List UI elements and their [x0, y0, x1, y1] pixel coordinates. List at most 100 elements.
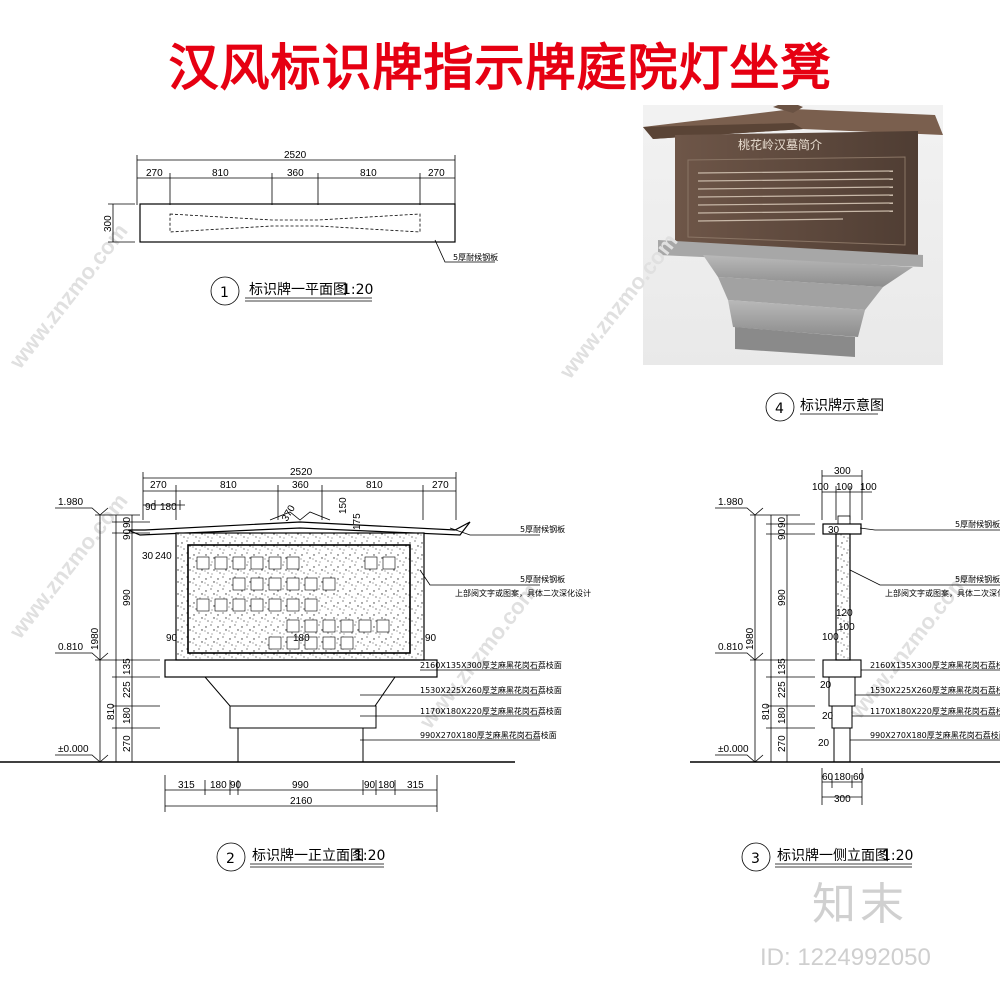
front-bottom-dim-5: 90 — [364, 780, 376, 791]
front-roof-dim-1: 370 — [280, 503, 298, 523]
front-elev-mid: 0.810 — [58, 642, 83, 653]
plan-seg-5: 270 — [428, 168, 445, 179]
photo-number: 4 — [775, 401, 784, 417]
side-label-1: 5厚耐候钢板 — [955, 519, 1000, 529]
front-v-dim-6: 180 — [122, 707, 133, 724]
page-title: 汉风标识牌指示牌庭院灯坐凳 — [168, 39, 832, 97]
side-bottom-dim-2: 180 — [834, 772, 851, 783]
plan-seg-1: 270 — [146, 168, 163, 179]
sign-render-photo: 桃花岭汉墓简介 — [643, 105, 943, 365]
front-label-1: 5厚耐候钢板 — [520, 524, 565, 534]
plan-seg-2: 810 — [212, 168, 229, 179]
front-top-seg-4: 810 — [366, 480, 383, 491]
side-label-2: 5厚耐候钢板 — [955, 574, 1000, 584]
watermark-id: ID: 1224992050 — [760, 944, 931, 971]
front-label-7: 990X270X180厚芝麻黑花岗石荔枝面 — [420, 730, 557, 740]
front-side-dim-1: 90 — [166, 633, 178, 644]
front-label-5: 1530X225X260厚芝麻黑花岗石荔枝面 — [420, 685, 562, 695]
front-label-2: 5厚耐候钢板 — [520, 574, 565, 584]
plan-callout: 5厚耐候钢板 — [453, 252, 498, 262]
side-top-seg-3: 100 — [860, 482, 877, 493]
side-inner-dim-1: 30 — [828, 525, 840, 536]
side-top-seg-2: 100 — [836, 482, 853, 493]
side-big-dim-2: 810 — [761, 703, 772, 720]
front-side-dim-2: 90 — [425, 633, 437, 644]
side-inner-dim-4: 100 — [838, 622, 855, 633]
plan-seg-3: 360 — [287, 168, 304, 179]
front-label-6: 1170X180X220厚芝麻黑花岗石荔枝面 — [420, 706, 562, 716]
front-bottom-dim-2: 180 — [210, 780, 227, 791]
front-bottom-dim-4: 990 — [292, 780, 309, 791]
side-v-dim-7: 270 — [777, 735, 788, 752]
side-top-total: 300 — [834, 466, 851, 477]
side-inner-dim-7: 20 — [818, 738, 830, 749]
side-v-dim-5: 225 — [777, 681, 788, 698]
side-v-dim-4: 135 — [777, 658, 788, 675]
front-inner-dim-1: 240 — [155, 551, 172, 562]
front-v-dim-1: 90 — [122, 516, 133, 528]
side-v-dim-6: 180 — [777, 707, 788, 724]
front-label-3: 上部阅文字或图案，具体二次深化设计 — [455, 588, 591, 598]
front-roof-dim-3: 175 — [352, 513, 363, 530]
front-top-total: 2520 — [290, 467, 313, 478]
watermark-site-2: www.znzmo.com — [4, 489, 133, 644]
front-big-dim-2: 810 — [106, 703, 117, 720]
front-number: 2 — [226, 851, 235, 867]
front-caption: 标识牌一正立面图 — [252, 847, 364, 864]
side-inner-dim-6: 20 — [822, 711, 834, 722]
side-label-5: 1530X225X260厚芝麻黑花岗石荔枝面 — [870, 685, 1000, 695]
plan-number: 1 — [220, 285, 229, 301]
side-elev-mid: 0.810 — [718, 642, 743, 653]
watermark-site-4: www.znzmo.com — [554, 229, 683, 384]
front-elevation — [0, 472, 540, 872]
side-label-7: 990X270X180厚芝麻黑花岗石荔枝面 — [870, 730, 1000, 740]
front-v-dim-3: 990 — [122, 589, 133, 606]
front-bottom-dim-3: 90 — [230, 780, 242, 791]
side-bottom-dim-1: 60 — [822, 772, 834, 783]
plan-depth-dim: 300 — [103, 215, 114, 232]
side-number: 3 — [751, 851, 760, 867]
side-elevation — [690, 470, 1000, 872]
watermark-brand: 知末 — [812, 879, 908, 930]
front-elev-top: 1.980 — [58, 497, 83, 508]
side-inner-dim-5: 20 — [820, 680, 832, 691]
plan-texts: 2520 270 810 360 810 270 300 5厚耐候钢板 1 标识… — [103, 150, 498, 301]
front-label-4: 2160X135X300厚芝麻黑花岗石荔枝面 — [420, 660, 562, 670]
plan-scale: 1:20 — [342, 282, 373, 298]
front-top-seg-3: 360 — [292, 480, 309, 491]
front-texts: 2520 270 810 360 810 270 90 180 370 150 … — [58, 467, 591, 867]
side-label-4: 2160X135X300厚芝麻黑花岗石荔枝面 — [870, 660, 1000, 670]
front-inner-dim-2: 30 — [142, 551, 154, 562]
front-bottom-dim-1: 315 — [178, 780, 195, 791]
side-v-dim-2: 90 — [777, 528, 788, 540]
front-top-seg-1: 270 — [150, 480, 167, 491]
front-bottom-total: 2160 — [290, 796, 313, 807]
side-big-dim-1: 1980 — [745, 627, 756, 650]
plan-total-dim: 2520 — [284, 150, 307, 161]
plan-seg-4: 810 — [360, 168, 377, 179]
side-bottom-dim-3: 60 — [853, 772, 865, 783]
photo-texts: 4 标识牌示意图 — [775, 397, 884, 417]
side-inner-dim-3: 100 — [822, 632, 839, 643]
side-inner-dim-2: 120 — [836, 608, 853, 619]
side-label-3: 上部阅文字或图案，具体二次深化设计 — [885, 588, 1000, 598]
front-bottom-dim-7: 315 — [407, 780, 424, 791]
front-small-dim: 180 — [293, 633, 310, 644]
plan-view — [108, 155, 495, 306]
side-top-seg-1: 100 — [812, 482, 829, 493]
front-v-dim-7: 270 — [122, 735, 133, 752]
front-roof-dim-2: 150 — [338, 497, 349, 514]
side-elev-top: 1.980 — [718, 497, 743, 508]
front-top-seg-5: 270 — [432, 480, 449, 491]
photo-caption: 标识牌示意图 — [800, 397, 884, 414]
side-v-dim-3: 990 — [777, 589, 788, 606]
plan-caption: 标识牌一平面图 — [249, 281, 347, 298]
front-bottom-dim-6: 180 — [378, 780, 395, 791]
side-elev-zero: ±0.000 — [718, 744, 749, 755]
front-top-seg-2: 810 — [220, 480, 237, 491]
front-v-dim-5: 225 — [122, 681, 133, 698]
front-top-sub-2: 180 — [160, 502, 177, 513]
side-texts: 300 100 100 100 1.980 0.810 ±0.000 90 90… — [718, 466, 1000, 867]
front-v-dim-4: 135 — [122, 658, 133, 675]
